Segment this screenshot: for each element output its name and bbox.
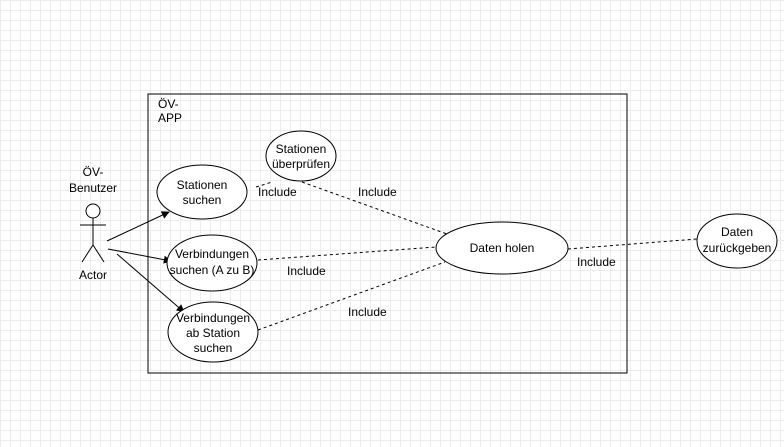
association-arrow-stationen-suchen[interactable] xyxy=(106,211,170,242)
use-case-label: Verbindungen xyxy=(175,247,249,261)
use-case-verbindungen-ab-station[interactable]: Verbindungen ab Station suchen xyxy=(167,301,259,363)
include-label-1: Include xyxy=(258,185,297,199)
use-case-label: ab Station xyxy=(186,326,240,340)
include-label-3: Include xyxy=(287,264,326,278)
include-line-ueberpruefen-daten[interactable] xyxy=(301,181,448,235)
use-case-verbindungen-suchen[interactable]: Verbindungen suchen (A zu B) xyxy=(166,234,258,292)
actor-left-leg xyxy=(81,244,94,263)
use-case-daten-zurueckgeben[interactable]: Daten zurückgeben xyxy=(696,213,778,269)
system-title-line-1: ÖV- xyxy=(158,97,179,111)
use-case-label: überprüfen xyxy=(272,157,330,171)
use-case-label: Daten holen xyxy=(470,241,535,255)
use-case-label: zurückgeben xyxy=(703,241,772,255)
system-title-line-2: APP xyxy=(158,111,182,125)
association-arrow-verbindungen-suchen[interactable] xyxy=(107,248,172,264)
use-case-stationen-suchen[interactable]: Stationen suchen xyxy=(156,164,248,220)
actor-name-line-1: ÖV- xyxy=(83,165,104,179)
include-line-verbindungen-daten[interactable] xyxy=(257,246,437,261)
use-case-label: suchen xyxy=(183,193,222,207)
use-case-label: Verbindungen xyxy=(176,311,250,325)
actor-label: Actor xyxy=(79,268,107,282)
use-case-label: suchen xyxy=(194,341,233,355)
use-case-label: Stationen xyxy=(276,142,327,156)
actor[interactable]: ÖV- Benutzer Actor xyxy=(69,165,117,282)
include-label-4: Include xyxy=(348,305,387,319)
actor-head-icon xyxy=(85,203,101,219)
association-arrow-verbindungen-ab-station[interactable] xyxy=(116,253,185,313)
include-label-2: Include xyxy=(358,185,397,199)
use-case-label: suchen (A zu B) xyxy=(170,263,255,277)
use-case-label: Stationen xyxy=(177,178,228,192)
actor-right-leg xyxy=(92,244,105,263)
include-line-stationen-suchen[interactable] xyxy=(255,181,273,188)
use-case-stationen-ueberpruefen[interactable]: Stationen überprüfen xyxy=(265,130,337,182)
use-case-daten-holen[interactable]: Daten holen xyxy=(435,221,569,275)
include-label-5: Include xyxy=(577,255,616,269)
include-line-daten-zurueckgeben[interactable] xyxy=(567,238,698,250)
system-boundary[interactable] xyxy=(147,93,628,374)
actor-name-line-2: Benutzer xyxy=(69,181,117,195)
use-case-label: Daten xyxy=(721,225,753,239)
